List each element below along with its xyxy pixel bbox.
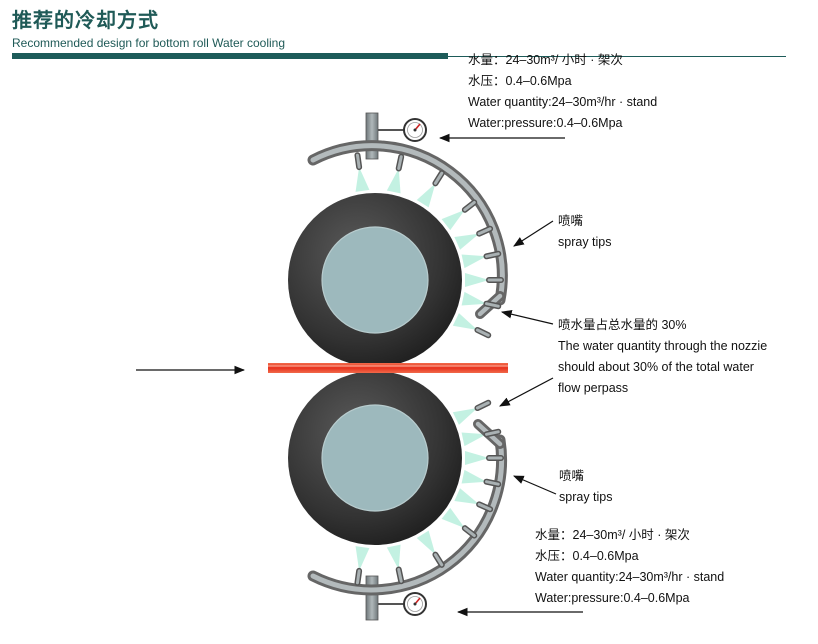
spray-cone	[386, 544, 401, 570]
spray-cone	[461, 254, 487, 269]
spray-tips-bottom-cn: 喷嘴	[559, 469, 585, 483]
spray-cone	[461, 291, 487, 306]
top-spec-line1: 水量：24–30m³/ 小时 · 架次	[468, 53, 623, 67]
rolled-strip	[268, 363, 508, 373]
page-title: 推荐的冷却方式	[12, 8, 159, 32]
spray-cone	[461, 432, 487, 447]
top-spec-label: 水量：24–30m³/ 小时 · 架次 水压：0.4–0.6Mpa Water …	[468, 50, 657, 134]
bottom-spray-nozzles	[354, 399, 504, 586]
bottom-spec-line2: 水压：0.4–0.6Mpa	[535, 549, 639, 563]
bottom-work-roll	[288, 371, 462, 545]
nozzle-note-label: 喷水量占总水量的 30% The water quantity through …	[558, 315, 767, 399]
nozzle-note-line3: should about 30% of the total water	[558, 360, 754, 374]
bottom-spec-line4: Water:pressure:0.4–0.6Mpa	[535, 591, 690, 605]
spray-tips-top-label: 喷嘴 spray tips	[558, 211, 612, 253]
spray-cone	[441, 209, 465, 231]
spray-tips-bottom-en: spray tips	[559, 490, 613, 504]
top-spec-line4: Water:pressure:0.4–0.6Mpa	[468, 116, 623, 130]
top-work-roll	[288, 193, 462, 367]
nozzle-note-line4: flow perpass	[558, 381, 629, 395]
bottom-spec-line1: 水量：24–30m³/ 小时 · 架次	[535, 528, 690, 542]
spray-cone	[465, 451, 489, 465]
spray-cone	[416, 530, 436, 555]
nozzle-note-line1: 喷水量占总水量的 30%	[558, 318, 687, 332]
nozzle-note-line2: The water quantity through the nozzie	[558, 339, 768, 353]
title-underline-bar	[12, 53, 448, 59]
top-spec-line3: Water quantity:24–30m³/hr · stand	[468, 95, 658, 109]
spray-cone	[452, 408, 478, 425]
arrow-icon	[513, 220, 554, 247]
title-underline-line	[448, 56, 786, 57]
arrow-icon	[499, 377, 554, 407]
spray-cone	[454, 233, 480, 250]
spray-tips-top-en: spray tips	[558, 235, 612, 249]
bottom-spec-label: 水量：24–30m³/ 小时 · 架次 水压：0.4–0.6Mpa Water …	[535, 525, 724, 609]
top-spec-line2: 水压：0.4–0.6Mpa	[468, 74, 572, 88]
spray-cone	[386, 168, 401, 194]
page-subtitle: Recommended design for bottom roll Water…	[12, 36, 286, 50]
top-spray-nozzles	[354, 152, 504, 339]
bottom-spray-cones	[355, 408, 489, 571]
spray-cone	[461, 469, 487, 484]
spray-cone	[465, 273, 489, 287]
pressure-gauge-icon	[403, 118, 427, 142]
spray-cone	[355, 167, 370, 192]
arrow-icon	[500, 310, 554, 325]
top-spray-cones	[355, 167, 489, 330]
spray-tips-bottom-label: 喷嘴 spray tips	[559, 466, 613, 508]
bottom-spec-line3: Water quantity:24–30m³/hr · stand	[535, 570, 725, 584]
spray-cone	[441, 507, 465, 529]
top-supply-pipe	[365, 112, 379, 160]
spray-cone	[416, 183, 436, 208]
spray-cone	[355, 546, 370, 571]
pressure-gauge-icon	[403, 592, 427, 616]
spray-tips-top-cn: 喷嘴	[558, 214, 584, 228]
bottom-supply-pipe	[365, 575, 379, 621]
arrow-icon	[513, 475, 557, 495]
spray-cone	[452, 313, 478, 330]
spray-cone	[454, 488, 480, 505]
